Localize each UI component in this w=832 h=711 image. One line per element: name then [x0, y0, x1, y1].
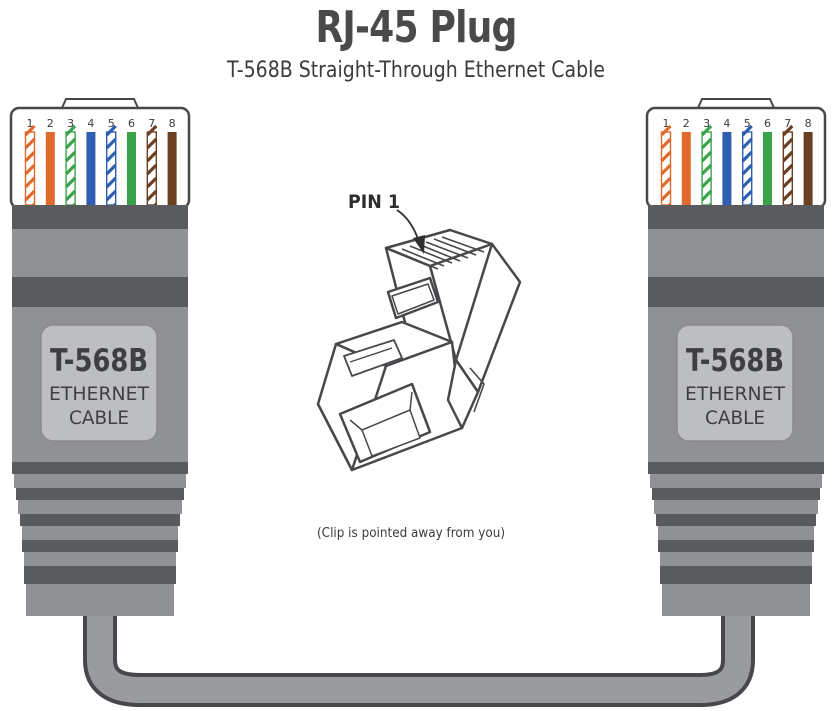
right-plug-contact-band — [648, 205, 824, 229]
diagram-title: RJ-45 Plug — [315, 2, 517, 53]
right-pin-number-6: 6 — [764, 117, 771, 130]
pin1-label: PIN 1 — [348, 191, 400, 213]
left-pin-number-3: 3 — [67, 117, 74, 130]
right-plug-strain-band-4 — [658, 540, 814, 552]
plug-contact-ridges — [393, 236, 485, 270]
right-wire-pin-4 — [722, 132, 732, 205]
left-pin-number-8: 8 — [169, 117, 176, 130]
left-plug-strain-rib-3 — [22, 526, 178, 540]
right-pin-number-5: 5 — [744, 117, 751, 130]
left-wire-pin-8 — [167, 132, 177, 205]
left-wire-pin-3 — [64, 124, 77, 205]
left-pin-number-1: 1 — [27, 117, 34, 130]
left-wire-pin-4 — [86, 132, 96, 205]
right-plug-boot-band — [648, 277, 824, 307]
left-wire-pin-5 — [105, 124, 117, 205]
left-pin-number-7: 7 — [148, 117, 155, 130]
plug-back-right — [454, 242, 522, 394]
clip-orientation-note: (Clip is pointed away from you) — [317, 526, 505, 541]
left-plug-strain-rib-1 — [14, 474, 186, 488]
right-wire-pin-8 — [803, 132, 813, 205]
right-wire-pin-3 — [700, 124, 713, 205]
right-plug-line2: CABLE — [705, 407, 765, 429]
left-wire-pin-1 — [24, 124, 36, 205]
right-plug-strain-rib-2 — [654, 500, 818, 514]
right-pin-number-2: 2 — [683, 117, 690, 130]
ethernet-cable-fill — [87, 612, 751, 703]
left-pin-number-6: 6 — [128, 117, 135, 130]
right-plug-strain-rib-1 — [650, 474, 822, 488]
right-plug-label-panel — [676, 324, 794, 442]
right-pin-number-3: 3 — [703, 117, 710, 130]
left-plug-clip-tab — [60, 98, 140, 109]
rj45-plug-illustration — [316, 228, 522, 472]
left-plug-boot-collar — [12, 229, 188, 277]
right-wire-pin-5 — [741, 124, 753, 205]
left-plug-strain-rib-4 — [24, 552, 176, 566]
left-plug-strain-rib-2 — [18, 500, 182, 514]
right-wire-pin-1 — [660, 124, 672, 205]
right-plug-line1: ETHERNET — [685, 383, 785, 405]
right-plug-strain-band-1 — [648, 462, 824, 474]
left-plug-clear-housing — [9, 106, 191, 210]
right-plug-strain-end — [662, 584, 810, 616]
left-plug-line2: CABLE — [69, 407, 129, 429]
right-wire-pin-6 — [763, 132, 772, 205]
right-plug-clip-tab — [696, 98, 776, 109]
diagram-subtitle: T-568B Straight-Through Ethernet Cable — [226, 58, 606, 83]
left-pin-number-4: 4 — [87, 117, 94, 130]
pin1-arrow-line — [396, 209, 420, 243]
left-plug-strain-band-3 — [20, 514, 180, 526]
right-pin-number-4: 4 — [723, 117, 730, 130]
right-wire-pin-2 — [681, 132, 691, 205]
plug-latch-clip — [446, 358, 480, 430]
left-plug-strain-band-5 — [24, 566, 176, 584]
right-plug-strain-band-3 — [656, 514, 816, 526]
right-plug-boot-collar — [648, 229, 824, 277]
left-pin-number-5: 5 — [108, 117, 115, 130]
left-plug-standard: T-568B — [50, 343, 148, 379]
right-pin-number-1: 1 — [663, 117, 670, 130]
right-plug-strain-band-2 — [652, 488, 820, 500]
left-plug-line1: ETHERNET — [49, 383, 149, 405]
right-plug-strain-rib-3 — [658, 526, 814, 540]
right-plug-clear-housing — [645, 106, 827, 210]
left-plug-strain-band-1 — [12, 462, 188, 474]
right-plug-strain-rib-4 — [660, 552, 812, 566]
left-plug-strain-band-2 — [16, 488, 184, 500]
left-plug-strain-end — [26, 584, 174, 616]
left-plug-boot-band — [12, 277, 188, 307]
left-wire-pin-7 — [146, 124, 158, 205]
plug-front-left — [316, 342, 388, 472]
left-wire-pin-6 — [127, 132, 136, 205]
right-plug-wires — [660, 124, 813, 205]
right-wire-pin-7 — [782, 124, 794, 205]
left-plug-contact-band — [12, 205, 188, 229]
left-plug-wires — [24, 124, 177, 205]
left-plug-label-panel — [40, 324, 158, 442]
pin1-arrow-head — [413, 235, 425, 254]
right-pin-number-8: 8 — [805, 117, 812, 130]
left-pin-number-2: 2 — [47, 117, 54, 130]
right-pin-number-7: 7 — [784, 117, 791, 130]
right-plug-standard: T-568B — [686, 343, 784, 379]
left-wire-pin-2 — [45, 132, 55, 205]
left-plug-strain-band-4 — [22, 540, 178, 552]
right-plug-strain-band-5 — [660, 566, 812, 584]
